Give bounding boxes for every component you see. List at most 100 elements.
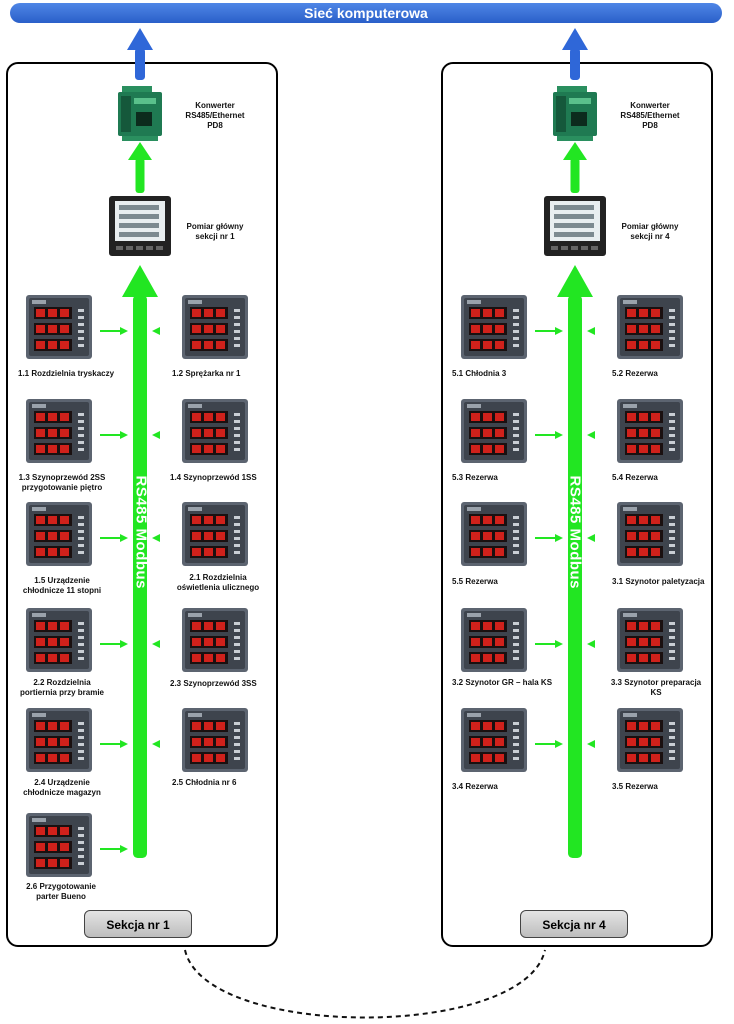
meter-label-1-1: 1.1 Rozdzielnia tryskaczy: [18, 369, 115, 378]
section-1-main-meter-arrow-head: [128, 142, 152, 160]
section-4-main-meter-arrow: [570, 158, 580, 193]
meter-label-1-9: 2.4 Urządzenie chłodnicze magazyn: [23, 778, 101, 797]
meter-label-1-10: 2.5 Chłodnia nr 6: [172, 778, 237, 787]
section-1-link-arrow-5-head: [120, 534, 128, 542]
section-1-link-arrow-2-head: [152, 327, 160, 335]
section-4-meter-icon-6: [617, 502, 683, 566]
converter-line: RS485/Ethernet: [185, 111, 245, 120]
section-1-network-arrow-head: [127, 28, 153, 50]
section-4-meter-icon-9: [461, 708, 527, 772]
meter-label-1-2: 1.2 Sprężarka nr 1: [172, 369, 241, 378]
section-1-meter-icon-8: [182, 608, 248, 672]
section-4-converter-icon: [553, 86, 597, 141]
section-4-meter-icon-5: [461, 502, 527, 566]
section-1-link-arrow-3-head: [120, 431, 128, 439]
section-4-network-arrow-head: [562, 28, 588, 50]
section-1-meter-icon-11: [26, 813, 92, 877]
section-4-link-arrow-10-head: [587, 740, 595, 748]
section-4-converter-label: Konwerter RS485/Ethernet PD8: [605, 101, 695, 131]
section-1-meter-icon-3: [26, 399, 92, 463]
meter-label-1-5: 1.5 Urządzenie chłodnicze 11 stopni: [22, 576, 102, 595]
section-1-link-arrow-6-head: [152, 534, 160, 542]
section-4-link-arrow-4-head: [587, 431, 595, 439]
section-1-main-meter-icon: [109, 196, 171, 256]
meter-label-4-7: 3.2 Szynotor GR – hala KS: [452, 678, 553, 687]
main-meter-line: sekcji nr 1: [195, 232, 235, 241]
meter-label-4-3: 5.3 Rezerwa: [452, 473, 498, 482]
section-4-link-arrow-1-head: [555, 327, 563, 335]
section-4-bus-arrow-head: [557, 265, 593, 297]
section-4-link-arrow-7-head: [555, 640, 563, 648]
meter-label-1-11: 2.6 Przygotowanie parter Bueno: [26, 882, 96, 901]
converter-line: PD8: [642, 121, 658, 130]
section-1-link-arrow-1-head: [120, 327, 128, 335]
section-4-main-meter-label: Pomiar główny sekcji nr 4: [610, 222, 690, 242]
section-1-meter-icon-5: [26, 502, 92, 566]
section-1-main-meter-arrow: [135, 158, 145, 193]
section-1-meter-icon-7: [26, 608, 92, 672]
converter-line: Konwerter: [630, 101, 670, 110]
section-4-meter-icon-4: [617, 399, 683, 463]
meter-label-1-7: 2.2 Rozdzielnia portiernia przy bramie: [19, 678, 105, 697]
section-1-link-arrow-8-head: [152, 640, 160, 648]
section-4-link-arrow-5-head: [555, 534, 563, 542]
section-4-meter-icon-3: [461, 399, 527, 463]
section-link-dashed: [184, 949, 546, 1019]
meter-label-4-4: 5.4 Rezerwa: [612, 473, 658, 482]
section-4-main-meter-arrow-head: [563, 142, 587, 160]
section-1-meter-icon-9: [26, 708, 92, 772]
meter-label-1-3: 1.3 Szynoprzewód 2SS przygotowanie piętr…: [18, 473, 106, 492]
section-4-link-arrow-2-head: [587, 327, 595, 335]
section-1-network-arrow: [135, 48, 145, 80]
section-1-meter-icon-1: [26, 295, 92, 359]
section-4-meter-icon-7: [461, 608, 527, 672]
section-4-link-arrow-9-head: [555, 740, 563, 748]
section-4-network-arrow: [570, 48, 580, 80]
meter-label-4-9: 3.4 Rezerwa: [452, 782, 498, 791]
computer-network-bar: Sieć komputerowa: [10, 3, 722, 23]
section-4-meter-icon-1: [461, 295, 527, 359]
section-4-main-meter-icon: [544, 196, 606, 256]
section-1-meter-icon-10: [182, 708, 248, 772]
section-4-link-arrow-3-head: [555, 431, 563, 439]
meter-label-4-10: 3.5 Rezerwa: [612, 782, 658, 791]
section-4-bus-label: RS485 Modbus: [566, 475, 584, 590]
main-meter-line: Pomiar główny: [186, 222, 244, 231]
meter-label-1-8: 2.3 Szynoprzewód 3SS: [170, 679, 257, 688]
converter-line: PD8: [207, 121, 223, 130]
converter-line: RS485/Ethernet: [620, 111, 680, 120]
section-4-meter-icon-10: [617, 708, 683, 772]
section-1-bus-arrow-head: [122, 265, 158, 297]
main-meter-line: Pomiar główny: [621, 222, 679, 231]
section-1-link-arrow-10-head: [152, 740, 160, 748]
section-4-link-arrow-8-head: [587, 640, 595, 648]
section-4-label[interactable]: Sekcja nr 4: [520, 910, 628, 938]
section-1-meter-icon-4: [182, 399, 248, 463]
section-4-bus-arrow: [568, 295, 582, 858]
converter-line: Konwerter: [195, 101, 235, 110]
section-1-meter-icon-6: [182, 502, 248, 566]
section-4-meter-icon-8: [617, 608, 683, 672]
section-4-link-arrow-6-head: [587, 534, 595, 542]
meter-label-4-8: 3.3 Szynotor preparacja KS: [610, 678, 702, 697]
section-1-link-arrow-11-head: [120, 845, 128, 853]
section-1-converter-label: Konwerter RS485/Ethernet PD8: [170, 101, 260, 131]
section-1-meter-icon-2: [182, 295, 248, 359]
section-1-link-arrow-4-head: [152, 431, 160, 439]
section-1-link-arrow-7-head: [120, 640, 128, 648]
meter-label-4-5: 5.5 Rezerwa: [452, 577, 498, 586]
meter-label-1-4: 1.4 Szynoprzewód 1SS: [170, 473, 257, 482]
meter-label-1-6: 2.1 Rozdzielnia oświetlenia ulicznego: [176, 573, 260, 592]
section-1-bus-label: RS485 Modbus: [132, 475, 150, 590]
meter-label-4-1: 5.1 Chłodnia 3: [452, 369, 507, 378]
main-meter-line: sekcji nr 4: [630, 232, 670, 241]
meter-label-4-6: 3.1 Szynotor paletyzacja: [612, 577, 705, 586]
section-1-converter-icon: [118, 86, 162, 141]
section-1-link-arrow-9-head: [120, 740, 128, 748]
section-1-main-meter-label: Pomiar główny sekcji nr 1: [175, 222, 255, 242]
section-1-label[interactable]: Sekcja nr 1: [84, 910, 192, 938]
section-1-bus-arrow: [133, 295, 147, 858]
meter-label-4-2: 5.2 Rezerwa: [612, 369, 658, 378]
section-4-meter-icon-2: [617, 295, 683, 359]
